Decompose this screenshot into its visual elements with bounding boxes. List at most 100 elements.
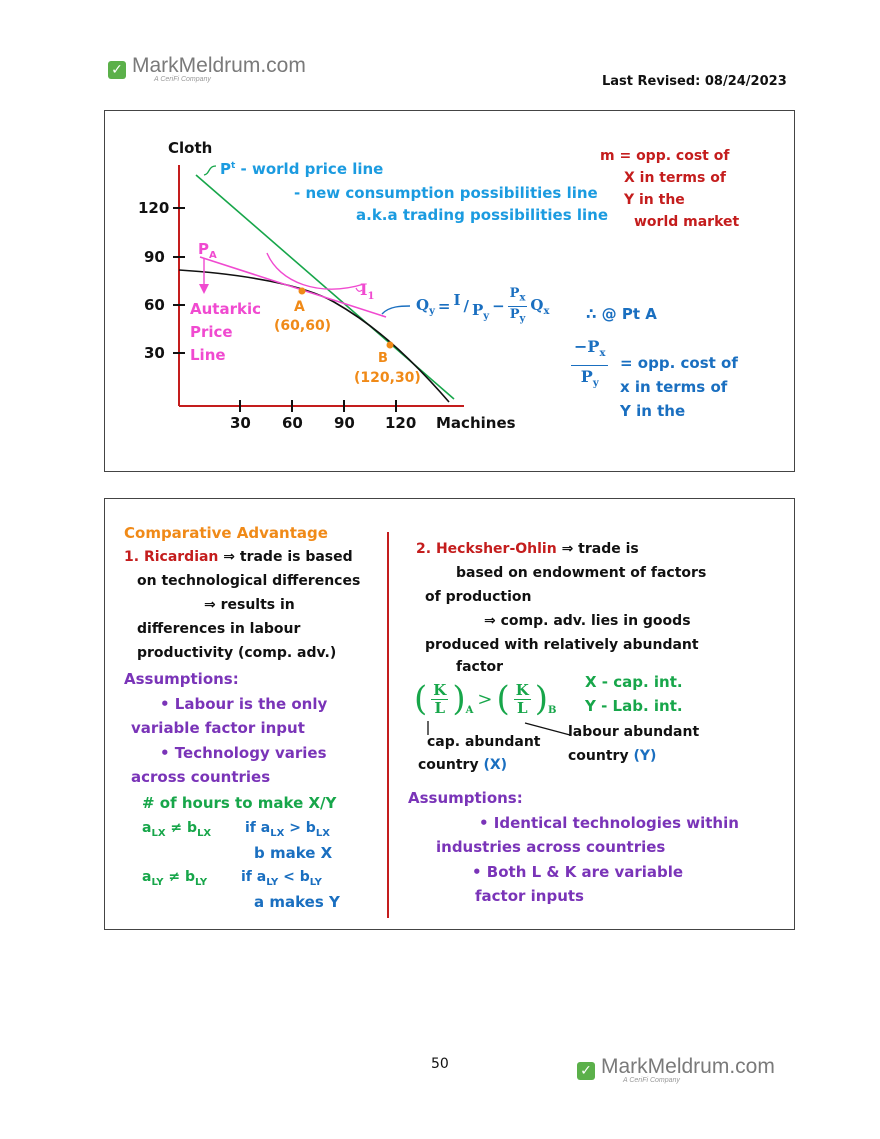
bly-sub: LY: [195, 876, 208, 888]
opp-cost-line-3: Y in the: [620, 402, 686, 420]
x-axis-label: Machines: [436, 414, 516, 432]
therefore-pt-a: ∴ @ Pt A: [586, 305, 657, 323]
x-tick-label-90: 90: [334, 414, 355, 432]
kl-gt: >: [477, 688, 493, 710]
if-aly-lt-bly: if aLY < bLY: [241, 869, 322, 888]
left-assumptions-label: Assumptions:: [124, 670, 239, 688]
kl-comparison: ( K L ) A > ( K L ) B: [414, 679, 557, 719]
k-a: K: [431, 680, 449, 700]
budget-equation: Qy = I / Py − Px Py Qx: [416, 286, 549, 326]
k-b: K: [513, 680, 531, 700]
checkmark-icon: ✓: [577, 1061, 595, 1080]
opp-cost-text: = opp. cost of x in terms of Y in the: [620, 351, 738, 423]
ho-line-5: factor: [456, 659, 504, 675]
country-x-paren: (X): [483, 757, 508, 773]
ho-line-4: produced with relatively abundant: [425, 637, 699, 653]
eq-qy: Q: [416, 295, 430, 314]
blx-symbol: b: [187, 820, 198, 836]
eq-qx: Q: [530, 295, 544, 314]
brand-sub: A CeriFi Company: [154, 76, 211, 83]
if2-a: if a: [241, 869, 267, 885]
brand-name: MarkMeldrum.com: [132, 54, 306, 77]
if1-b: b: [305, 820, 316, 836]
hours-heading: # of hours to make X/Y: [142, 794, 337, 812]
kl-sub-b: B: [548, 704, 557, 716]
right-bullet-1a: • Identical technologies within: [479, 814, 739, 832]
aka-label: a.k.a trading possibilities line: [356, 206, 609, 224]
m-note-line-2: X in terms of: [624, 170, 726, 186]
country-x-word: country: [418, 757, 479, 773]
if2-b: b: [299, 869, 310, 885]
neq-2: ≠: [168, 869, 181, 885]
i-symbol: I: [360, 280, 368, 299]
ho-heading: 2. Hecksher-Ohlin ⇒ trade is: [416, 541, 639, 557]
pa-label: PA: [198, 240, 217, 261]
ho-num: 2.: [416, 541, 432, 557]
y-lab-int: Y - Lab. int.: [585, 697, 683, 715]
m-note-line-4: world market: [634, 214, 740, 230]
if1-a: if a: [245, 820, 271, 836]
ppf-curve: [178, 269, 450, 403]
opp-frac-den: P: [580, 367, 593, 387]
aly-sub: LY: [151, 876, 164, 888]
pa-arrow-icon: [199, 284, 209, 294]
footer-logo[interactable]: ✓ MarkMeldrum.com A CeriFi Company: [577, 1055, 775, 1084]
eq-i: I: [453, 291, 461, 310]
autarkic-line-3: Line: [190, 346, 226, 364]
ricardian-line-3: differences in labour: [137, 621, 301, 637]
cap-abundant: cap. abundant: [427, 734, 541, 750]
country-y: country (Y): [568, 748, 656, 764]
eq-qy-sub: y: [429, 305, 435, 317]
pt-connector: [203, 165, 217, 176]
y-axis-label: Cloth: [168, 139, 213, 157]
header-logo[interactable]: ✓ MarkMeldrum.com A CeriFi Company: [108, 54, 306, 83]
b-makes-x: b make X: [254, 844, 333, 862]
x-tick-label-120: 120: [385, 414, 417, 432]
opp-frac-den-sub: y: [592, 378, 599, 390]
country-y-word: country: [568, 748, 629, 764]
right-bullet-2b: factor inputs: [475, 887, 584, 905]
eq-px: P: [509, 286, 520, 301]
ricardian-line-1: on technological differences: [137, 573, 361, 589]
ho-line-3: ⇒ comp. adv. lies in goods: [484, 613, 691, 629]
country-y-paren: (Y): [633, 748, 657, 764]
eq-py2-sub: y: [519, 313, 526, 325]
m-note-line-1: m = opp. cost of: [600, 148, 730, 164]
aly-neq-bly: aLY ≠ bLY: [142, 869, 207, 888]
ho-line-1: based on endowment of factors: [456, 565, 707, 581]
alx-sub: LX: [151, 827, 166, 839]
if2-b-sub: LY: [309, 876, 322, 888]
right-bullet-1b: industries across countries: [436, 838, 666, 856]
autarkic-price-line: [199, 256, 387, 318]
lab-pointer: [524, 722, 571, 736]
left-bullet-1a: • Labour is the only: [160, 695, 328, 713]
notes-frame: [104, 498, 795, 930]
point-a-label: A: [294, 299, 305, 315]
ricardian-line-2: ⇒ results in: [204, 597, 295, 613]
pt-sup: t: [231, 161, 236, 171]
bly-symbol: b: [185, 869, 196, 885]
m-note-line-3: Y in the: [624, 192, 685, 208]
if2-lt: <: [283, 869, 295, 885]
ho-rest: ⇒ trade is: [561, 541, 639, 557]
checkmark-icon: ✓: [108, 60, 126, 79]
ricardian-heading: 1. Ricardian ⇒ trade is based: [124, 549, 353, 565]
indifference-label: I1: [360, 280, 374, 302]
eq-py: P: [471, 300, 484, 319]
opp-cost-line-2: x in terms of: [620, 378, 728, 396]
world-price-text: - world price line: [240, 160, 384, 178]
alx-neq-blx: aLX ≠ bLX: [142, 820, 211, 839]
autarkic-line-2: Price: [190, 323, 233, 341]
graph-frame: [104, 110, 795, 472]
x-tick-label-60: 60: [282, 414, 303, 432]
x-tick-label-30: 30: [230, 414, 251, 432]
eq-minus: −: [492, 297, 505, 316]
eq-qx-sub: x: [543, 305, 550, 317]
footer-brand-name: MarkMeldrum.com: [601, 1055, 775, 1078]
eq-px-sub: x: [519, 292, 526, 304]
eq-py2: P: [509, 306, 520, 322]
autarkic-line-1: Autarkic: [190, 300, 261, 318]
neq-1: ≠: [170, 820, 183, 836]
y-tick-label-60: 60: [144, 296, 165, 314]
ricardian-rest: ⇒ trade is based: [223, 549, 353, 565]
